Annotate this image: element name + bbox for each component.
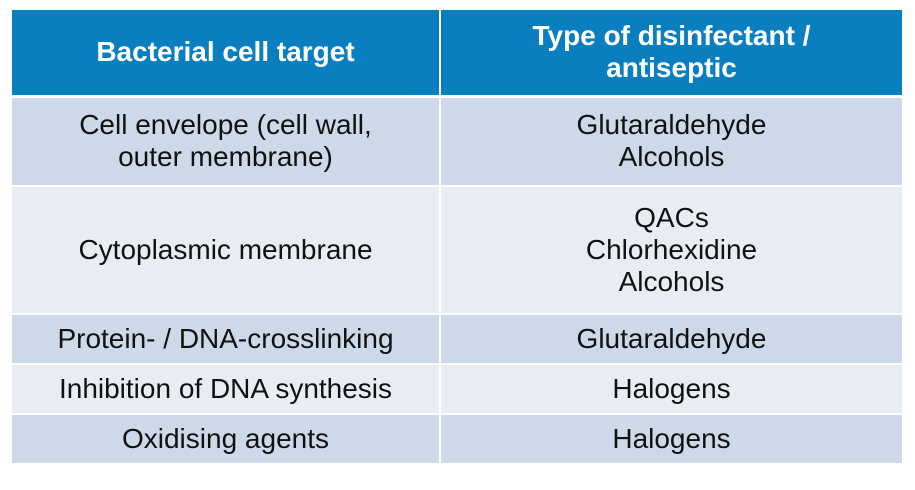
cell-target-line: outer membrane): [118, 141, 333, 173]
cell-types: Glutaraldehyde: [440, 314, 902, 364]
cell-types: Glutaraldehyde Alcohols: [440, 96, 902, 186]
cell-target: Inhibition of DNA synthesis: [12, 364, 441, 414]
cell-type-line: Glutaraldehyde: [576, 323, 767, 354]
disinfectant-table: Bacterial cell target Type of disinfecta…: [12, 10, 902, 465]
cell-target: Protein- / DNA-crosslinking: [12, 314, 441, 364]
cell-target: Cytoplasmic membrane: [12, 186, 441, 314]
header-disinfectant-type: Type of disinfectant / antiseptic: [440, 10, 902, 98]
header-row: Bacterial cell target Type of disinfecta…: [12, 10, 902, 98]
cell-type-line: Alcohols: [618, 266, 725, 297]
cell-target-line: Protein- / DNA-crosslinking: [57, 323, 394, 354]
header-disinfectant-type-text: Type of disinfectant / antiseptic: [532, 20, 811, 84]
cell-types: QACs Chlorhexidine Alcohols: [440, 186, 902, 314]
cell-type-line: Halogens: [612, 373, 731, 404]
table-row: Inhibition of DNA synthesis Halogens: [12, 364, 902, 414]
cell-target: Oxidising agents: [12, 414, 441, 464]
cell-target-line: Oxidising agents: [121, 423, 329, 454]
cell-type-line: QACs: [634, 202, 709, 233]
table-row: Oxidising agents Halogens: [12, 414, 902, 464]
table-header: Bacterial cell target Type of disinfecta…: [12, 10, 902, 98]
cell-target: Cell envelope (cell wall, outer membrane…: [12, 96, 441, 186]
cell-target-line: Inhibition of DNA synthesis: [58, 373, 393, 404]
header-bacterial-cell-target: Bacterial cell target: [12, 10, 441, 98]
cell-target-line: Cytoplasmic membrane: [78, 234, 373, 265]
table-body: Cell envelope (cell wall, outer membrane…: [12, 96, 902, 464]
cell-type-line: Halogens: [612, 423, 731, 454]
cell-target-line: Cell envelope (cell wall,: [79, 109, 372, 141]
cell-type-line: Alcohols: [618, 141, 725, 173]
cell-types: Halogens: [440, 414, 902, 464]
cell-types: Halogens: [440, 364, 902, 414]
table-row: Cytoplasmic membrane QACs Chlorhexidine …: [12, 186, 902, 314]
table-row: Protein- / DNA-crosslinking Glutaraldehy…: [12, 314, 902, 364]
table-row: Cell envelope (cell wall, outer membrane…: [12, 96, 902, 186]
cell-type-line: Chlorhexidine: [585, 234, 758, 265]
cell-type-line: Glutaraldehyde: [576, 109, 767, 141]
